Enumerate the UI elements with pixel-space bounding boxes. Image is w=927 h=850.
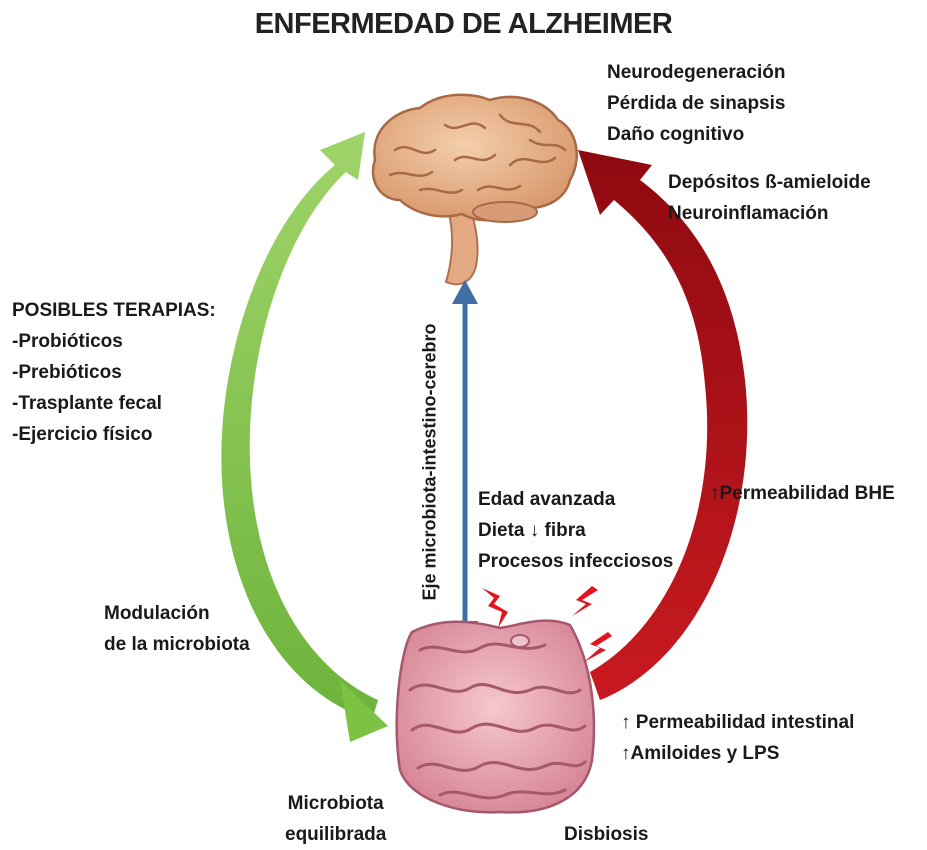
brain-effect-item: Pérdida de sinapsis bbox=[607, 93, 786, 114]
therapy-item: -Ejercicio físico bbox=[12, 424, 153, 445]
risk-factor-item: Edad avanzada bbox=[478, 489, 616, 510]
therapy-item: -Probióticos bbox=[12, 331, 123, 352]
brain-effect-item: Daño cognitivo bbox=[607, 124, 745, 145]
modulation-line: Modulación bbox=[104, 603, 210, 624]
modulation-line: de la microbiota bbox=[104, 634, 250, 655]
dysbiosis-label: Disbiosis bbox=[564, 824, 649, 845]
brain-effect-item: Neurodegeneración bbox=[607, 62, 786, 83]
therapies-heading: POSIBLES TERAPIAS: bbox=[12, 300, 216, 321]
intestine-illustration bbox=[395, 619, 596, 814]
green-modulation-arrow bbox=[221, 132, 388, 742]
lightning-icon bbox=[572, 586, 598, 616]
risk-factor-item: Procesos infecciosos bbox=[478, 551, 674, 572]
bhe-permeability-label: ↑Permeabilidad BHE bbox=[710, 483, 895, 504]
balanced-line: Microbiota bbox=[287, 793, 384, 814]
modulation-label: Modulación de la microbiota bbox=[104, 598, 250, 660]
lightning-icon bbox=[482, 588, 508, 628]
brain-pathology-item: Depósitos ß-amieloide bbox=[668, 172, 871, 193]
balanced-line: equilibrada bbox=[285, 824, 387, 845]
risk-factor-item: Dieta ↓ fibra bbox=[478, 520, 586, 541]
balanced-microbiota-label: Microbiota equilibrada bbox=[285, 788, 386, 850]
brain-pathology-list: Depósitos ß-amieloide Neuroinflamación bbox=[668, 167, 871, 229]
gut-effects-list: ↑ Permeabilidad intestinal ↑Amiloides y … bbox=[621, 707, 854, 769]
gut-effect-item: ↑ Permeabilidad intestinal bbox=[621, 712, 855, 733]
risk-factors-list: Edad avanzada Dieta ↓ fibra Procesos inf… bbox=[478, 484, 673, 577]
gut-effect-item: ↑Amiloides y LPS bbox=[621, 743, 780, 764]
axis-double-arrow bbox=[452, 280, 478, 645]
page-title: ENFERMEDAD DE ALZHEIMER bbox=[254, 8, 673, 40]
therapies-list: POSIBLES TERAPIAS: -Probióticos -Prebiót… bbox=[12, 295, 216, 450]
lightning-icon bbox=[584, 632, 612, 662]
red-pathology-arrow bbox=[578, 150, 748, 700]
brain-illustration bbox=[371, 93, 578, 286]
brain-effects-list: Neurodegeneración Pérdida de sinapsis Da… bbox=[607, 57, 785, 150]
brain-pathology-item: Neuroinflamación bbox=[668, 203, 829, 224]
axis-label: Eje microbiota-intestino-cerebro bbox=[419, 323, 440, 601]
therapy-item: -Prebióticos bbox=[12, 362, 122, 383]
therapy-item: -Trasplante fecal bbox=[12, 393, 162, 414]
